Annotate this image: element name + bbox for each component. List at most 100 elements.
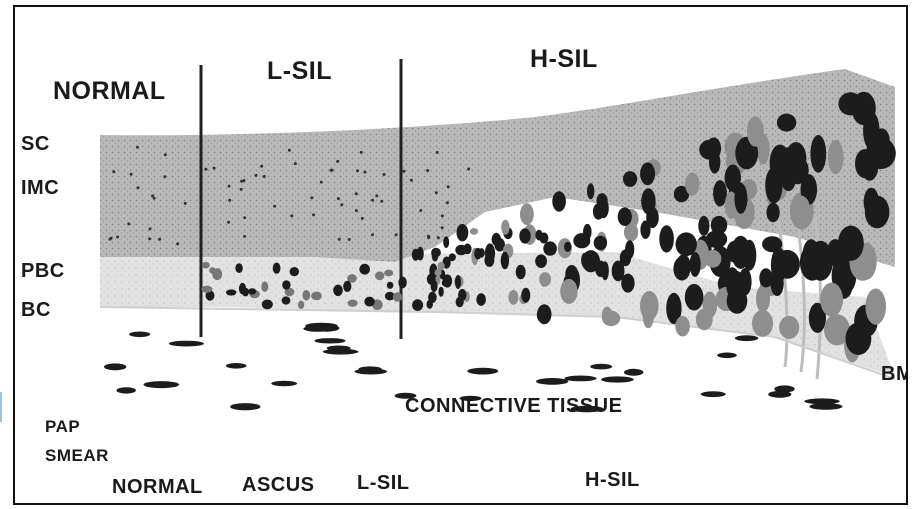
nucleus — [786, 142, 807, 175]
nucleus — [361, 217, 364, 220]
nucleus — [467, 368, 498, 375]
pap-category-ascus: ASCUS — [242, 474, 315, 497]
nucleus — [331, 169, 334, 172]
nucleus — [441, 226, 444, 229]
nucleus — [204, 168, 207, 171]
nucleus — [290, 267, 299, 276]
layer-label-bc: BC — [21, 299, 51, 322]
nucleus — [375, 272, 384, 281]
nucleus — [537, 308, 544, 321]
nucleus — [314, 325, 339, 332]
zone-label-hsil: H-SIL — [530, 45, 598, 74]
nucleus — [536, 378, 568, 385]
nucleus — [573, 233, 590, 248]
nucleus — [260, 165, 263, 168]
nucleus — [838, 92, 862, 115]
nucleus — [348, 300, 358, 307]
nucleus — [759, 268, 772, 287]
nucleus — [791, 195, 811, 225]
nucleus — [801, 252, 819, 278]
nucleus — [431, 248, 441, 258]
nucleus — [398, 277, 406, 289]
nucleus — [151, 194, 154, 197]
nucleus — [564, 376, 596, 382]
nucleus — [116, 236, 119, 239]
nucleus — [457, 224, 469, 241]
pap-category-hsil: H-SIL — [585, 469, 640, 492]
nucleus — [705, 250, 722, 268]
nucleus — [768, 391, 791, 398]
nucleus — [810, 135, 826, 173]
nucleus — [624, 369, 643, 376]
nucleus — [169, 341, 204, 347]
nucleus — [226, 363, 247, 369]
nucleus — [427, 274, 436, 285]
nucleus — [312, 213, 315, 216]
nucleus — [387, 282, 394, 289]
nucleus — [419, 209, 422, 212]
nucleus — [501, 252, 509, 270]
nucleus — [129, 332, 150, 338]
nucleus — [117, 387, 136, 393]
nucleus — [323, 349, 359, 355]
nucleus — [519, 228, 530, 243]
nucleus — [643, 301, 655, 329]
nucleus — [747, 116, 764, 146]
nucleus — [412, 299, 423, 311]
nucleus — [202, 286, 213, 293]
nucleus — [137, 186, 140, 189]
nucleus — [659, 225, 674, 252]
nucleus — [777, 114, 796, 132]
nucleus — [428, 292, 437, 303]
nucleus — [767, 203, 780, 222]
nucleus — [263, 175, 266, 178]
nucleus — [184, 202, 187, 205]
nucleus — [582, 250, 600, 272]
nucleus — [410, 179, 413, 182]
nucleus — [446, 201, 449, 204]
nucleus — [333, 285, 343, 296]
zone-label-normal: NORMAL — [53, 77, 166, 106]
nucleus — [598, 198, 608, 218]
nucleus — [438, 262, 445, 271]
nucleus — [227, 221, 230, 224]
nucleus — [302, 290, 310, 301]
nucleus — [226, 289, 236, 295]
nucleus — [828, 140, 844, 174]
nucleus — [734, 183, 747, 214]
page-edge-mark — [0, 392, 14, 422]
nucleus — [298, 301, 304, 309]
nucleus — [343, 281, 351, 292]
nucleus — [290, 214, 293, 217]
pap-smear-label-line2: SMEAR — [45, 446, 109, 466]
nucleus — [282, 296, 291, 304]
nucleus — [375, 194, 378, 197]
nucleus — [384, 270, 393, 277]
nucleus — [804, 398, 840, 404]
nucleus — [865, 289, 886, 325]
diagram-frame: NORMAL L-SIL H-SIL SC IMC PBC BC BM CONN… — [13, 5, 908, 505]
nucleus — [437, 236, 440, 239]
nucleus — [447, 185, 450, 188]
nucleus — [756, 285, 770, 313]
nucleus — [364, 297, 375, 307]
nucleus — [690, 252, 701, 277]
nucleus — [355, 209, 358, 212]
nucleus — [340, 203, 343, 206]
nucleus — [621, 274, 634, 293]
nucleus — [212, 268, 222, 280]
nucleus — [417, 247, 424, 261]
nucleus — [508, 290, 518, 305]
nucleus — [355, 369, 388, 375]
nucleus — [521, 288, 530, 303]
nucleus — [676, 232, 697, 256]
nucleus — [436, 151, 439, 154]
nucleus — [314, 338, 345, 343]
layer-label-bm: BM — [881, 363, 908, 386]
nucleus — [560, 279, 577, 304]
nucleus — [520, 203, 534, 225]
nucleus — [130, 173, 133, 176]
nucleus — [383, 173, 386, 176]
nucleus — [273, 205, 276, 208]
nucleus — [393, 292, 402, 301]
